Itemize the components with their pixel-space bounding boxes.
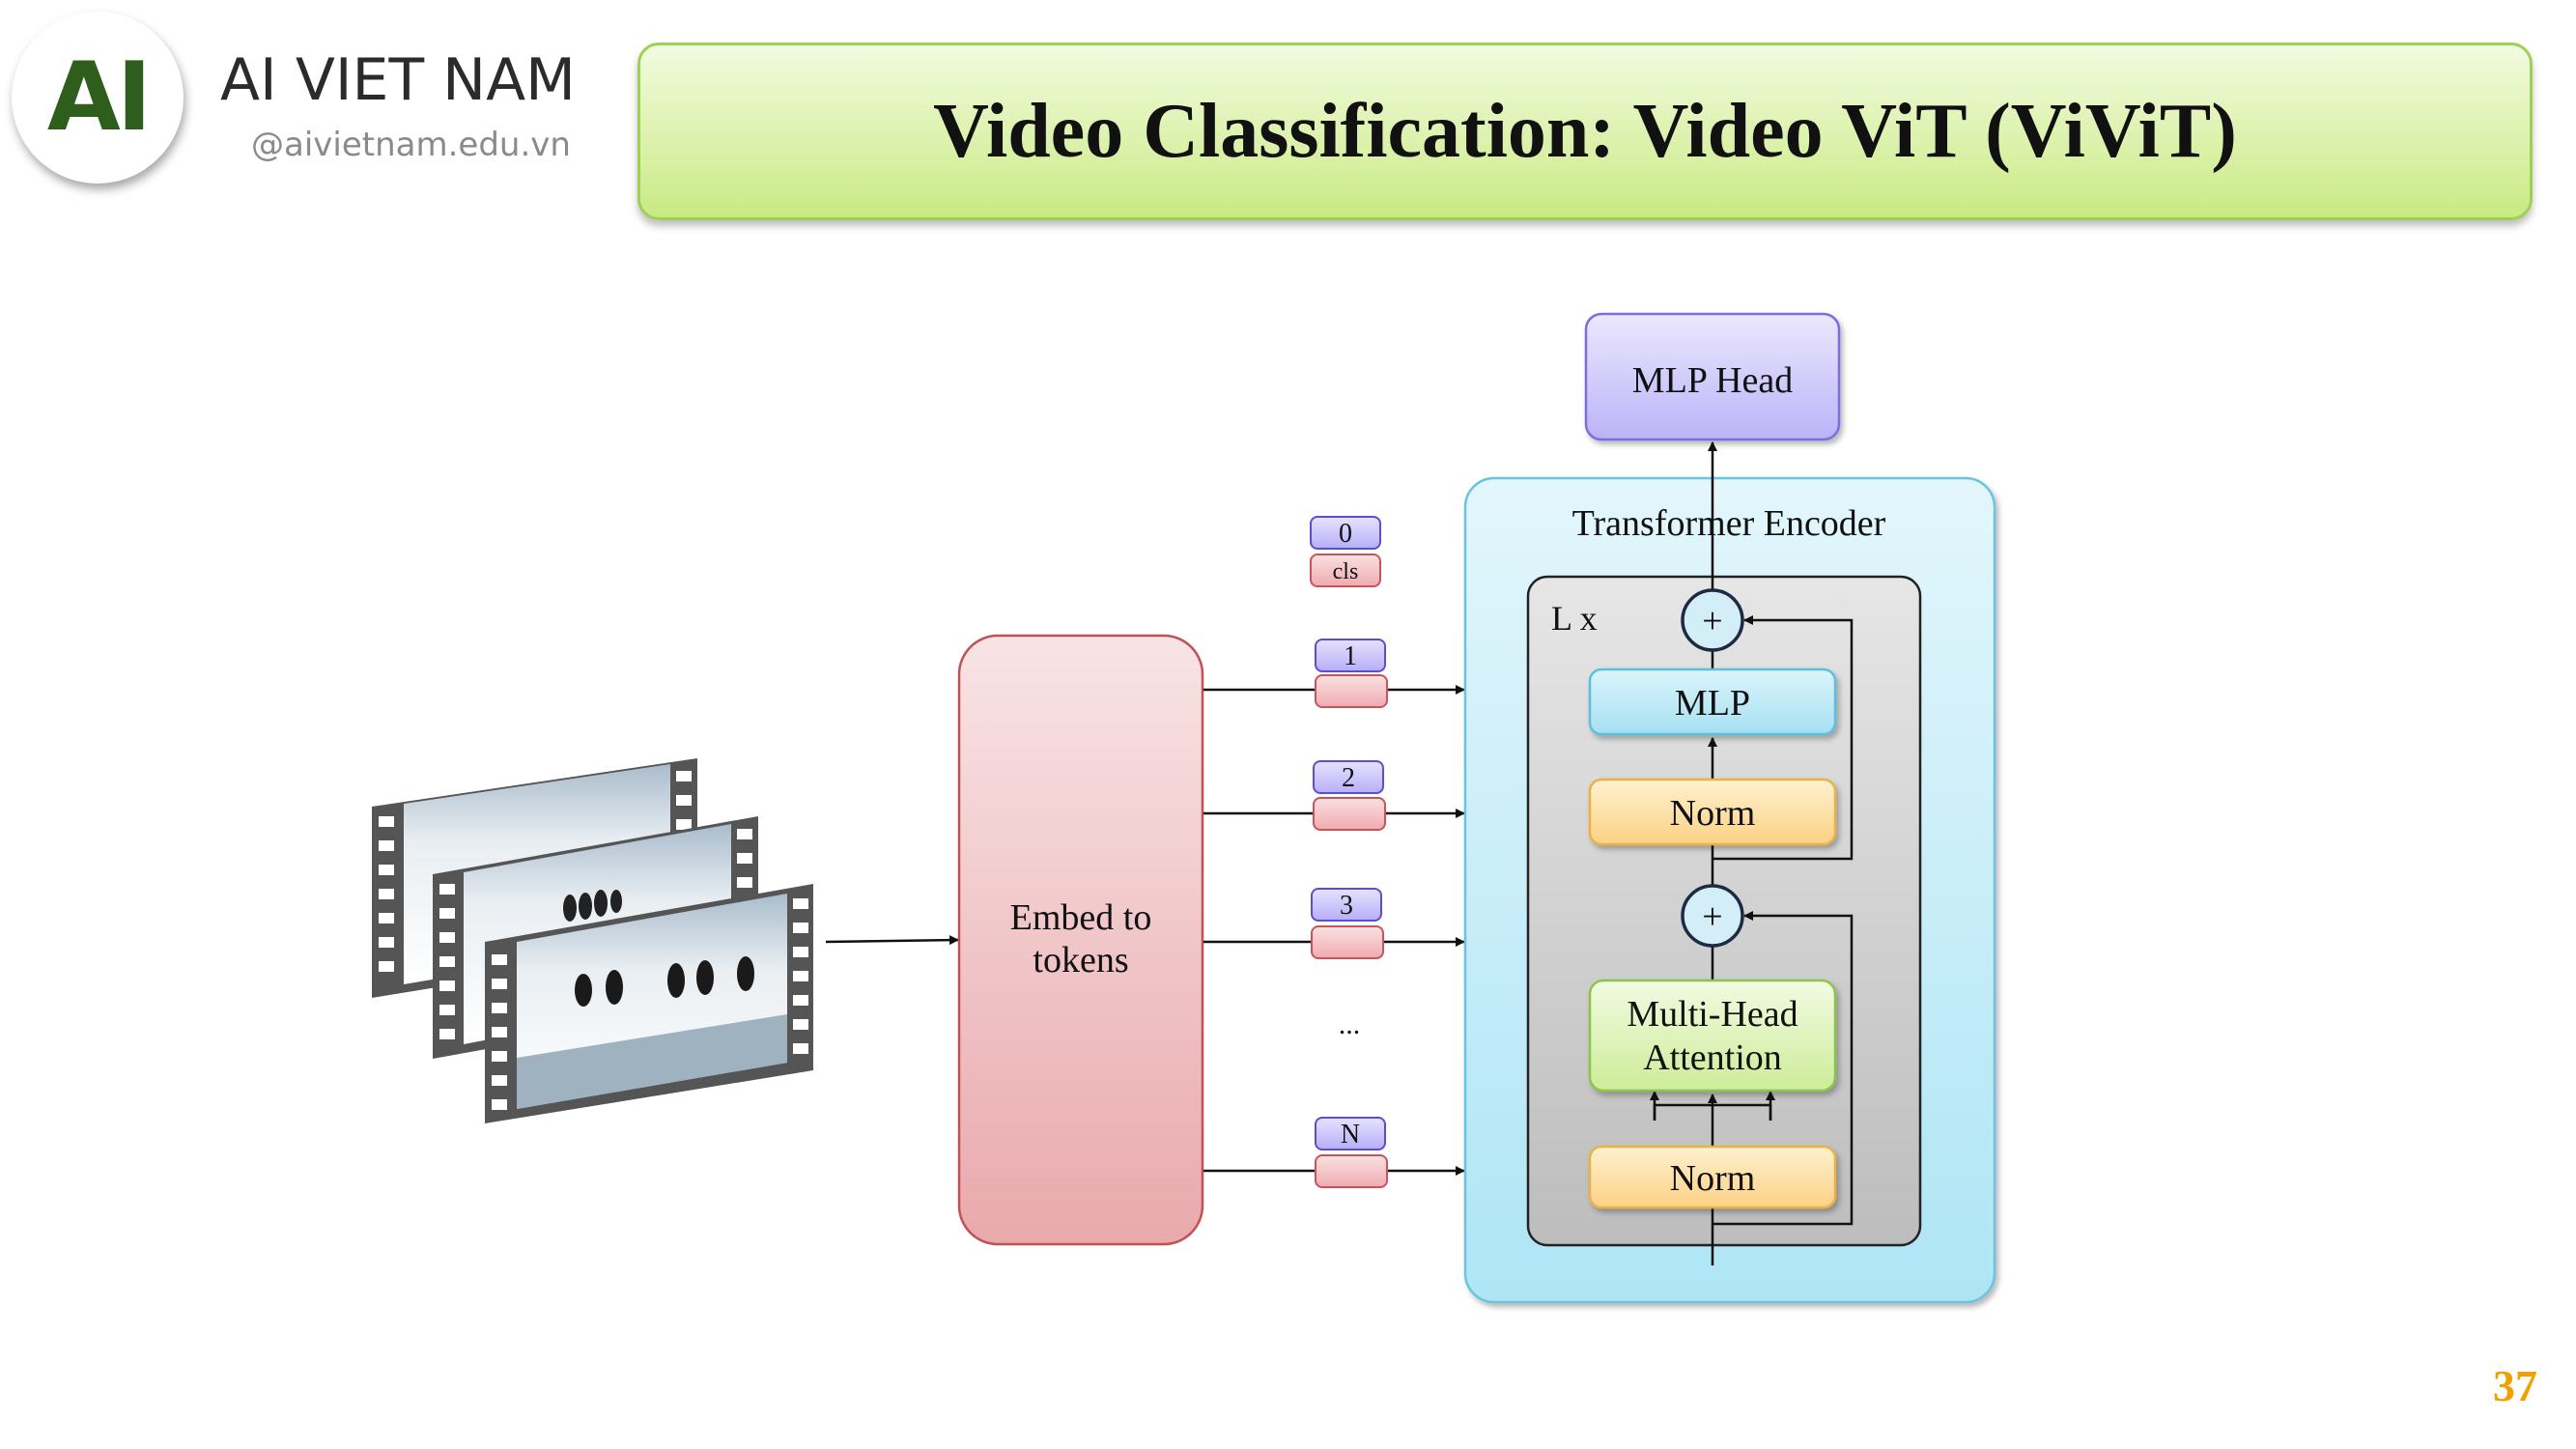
attention-label-line2: Attention <box>1643 1037 1782 1078</box>
token-n: N <box>1315 1117 1388 1188</box>
page-title: Video Classification: Video ViT (ViViT) <box>933 88 2237 174</box>
brand-name: AI VIET NAM <box>220 46 576 114</box>
layer-repeat-label: L x <box>1551 599 1598 638</box>
add-node-lower: + <box>1681 884 1744 948</box>
multi-head-attention-block: Multi-Head Attention <box>1588 979 1837 1093</box>
token-1: 1 <box>1315 639 1388 708</box>
arrow-video-to-embed <box>825 935 959 946</box>
title-banner: Video Classification: Video ViT (ViViT) <box>637 43 2533 220</box>
token-3: 3 <box>1311 888 1384 959</box>
video-frames-illustration <box>372 758 813 1123</box>
mlp-head-label: MLP Head <box>1632 360 1793 401</box>
embed-block: Embed to tokens <box>957 634 1204 1246</box>
add-node-upper: + <box>1681 588 1744 652</box>
video-frame-front <box>485 884 813 1123</box>
attention-label-line1: Multi-Head <box>1627 994 1798 1035</box>
add-lower-symbol: + <box>1702 896 1722 937</box>
logo-badge <box>12 12 184 184</box>
mlp-head-block: MLP Head <box>1584 312 1841 441</box>
residual-connection-attention <box>1713 911 1854 1226</box>
norm-lower-block: Norm <box>1588 1145 1837 1209</box>
add-upper-symbol: + <box>1702 601 1722 641</box>
norm-upper-label: Norm <box>1670 793 1756 834</box>
norm-lower-label: Norm <box>1670 1158 1756 1199</box>
brand-url: @aivietnam.edu.vn <box>251 126 571 164</box>
mlp-block: MLP <box>1588 668 1837 736</box>
encoder-title: Transformer Encoder <box>1572 503 1886 544</box>
residual-connection-mlp <box>1713 615 1854 861</box>
position-index-3: 3 <box>1340 891 1353 921</box>
token-cls: 0 cls <box>1310 516 1381 587</box>
logo-mark: AI <box>46 43 152 153</box>
position-index-0: 0 <box>1339 519 1352 549</box>
token-ellipsis: ... <box>1339 1009 1361 1040</box>
embed-label-line2: tokens <box>1033 940 1128 980</box>
position-index-n: N <box>1341 1120 1360 1150</box>
position-index-1: 1 <box>1344 641 1357 671</box>
embed-label-line1: Embed to <box>1010 897 1152 938</box>
token-2: 2 <box>1313 760 1386 831</box>
position-index-2: 2 <box>1342 763 1355 793</box>
cls-token-label: cls <box>1333 559 1359 584</box>
page-number: 37 <box>2493 1361 2537 1410</box>
mlp-label: MLP <box>1675 683 1750 724</box>
norm-upper-block: Norm <box>1588 778 1837 846</box>
